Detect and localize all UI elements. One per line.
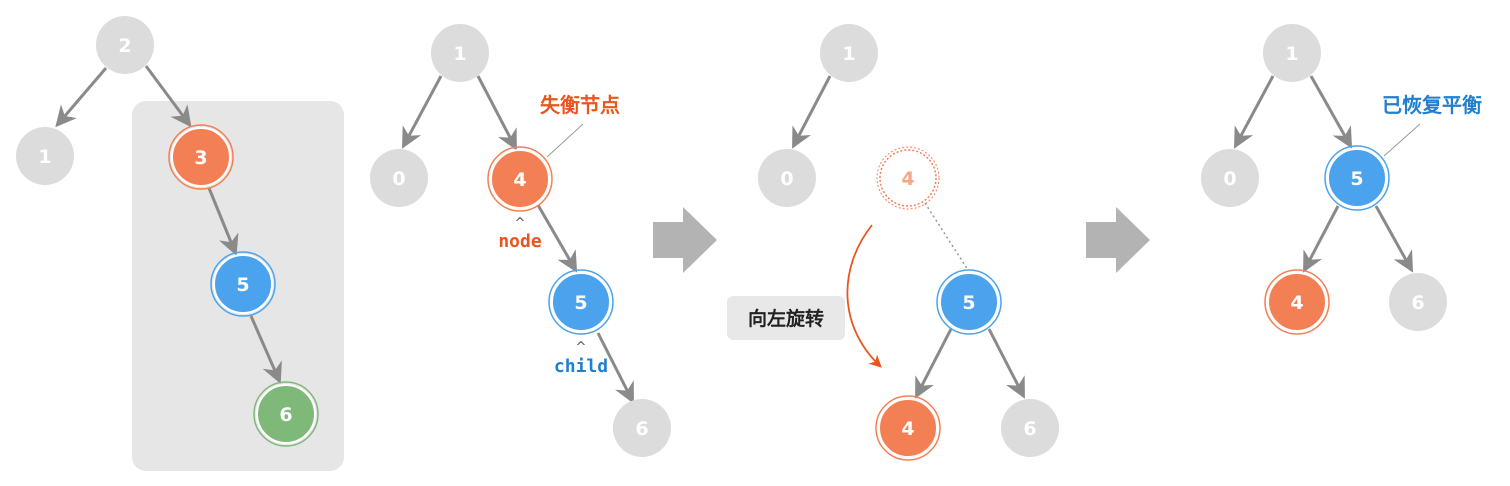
node-value: 6: [279, 404, 292, 426]
tree-node: 0: [1201, 149, 1259, 207]
node-value: 0: [392, 168, 405, 190]
node-value: 0: [1223, 168, 1236, 190]
pointer-caret-icon: ^: [576, 340, 587, 355]
tree-node: 1: [431, 24, 489, 82]
node-value: 1: [453, 43, 466, 65]
node-value: 4: [1290, 292, 1303, 314]
edge: [536, 204, 578, 273]
node-value: 6: [1411, 292, 1424, 314]
panel2-edges: [402, 75, 634, 404]
pointer-caret-icon: ^: [515, 216, 526, 231]
tree-node: 4: [1264, 269, 1330, 335]
edge: [1309, 75, 1353, 149]
tree-node: 1: [1263, 24, 1321, 82]
edge: [987, 328, 1025, 399]
child-pointer-label: child: [554, 356, 608, 377]
unbalanced-node-label: 失衡节点: [540, 93, 620, 117]
tree-node: 5: [210, 251, 276, 317]
callout-leader-line: [546, 123, 584, 158]
tree-node: 6: [613, 399, 671, 457]
callout-leader-line: [1383, 123, 1421, 157]
edge: [55, 67, 108, 128]
tree-node: 1: [16, 127, 74, 185]
tree-node: 6: [1389, 273, 1447, 331]
node-value: 0: [780, 168, 793, 190]
edge: [1374, 205, 1414, 273]
node-pointer-label: node: [498, 231, 542, 252]
node-value: 4: [901, 418, 914, 440]
node-value: 5: [574, 292, 587, 314]
node-value: 4: [901, 168, 914, 190]
tree-node: 0: [370, 149, 428, 207]
edge: [144, 65, 192, 128]
edge: [1303, 205, 1340, 273]
edge: [207, 187, 239, 256]
tree-node-balanced: 5: [1324, 145, 1390, 211]
balanced-label: 已恢复平衡: [1382, 93, 1482, 117]
tree-node: 4: [875, 395, 941, 461]
tree-node: 6: [1001, 399, 1059, 457]
node-value: 1: [38, 146, 51, 168]
panel4-edges: [1234, 75, 1414, 273]
node-value: 4: [513, 169, 526, 191]
node-value: 1: [842, 43, 855, 65]
rotate-label-box: [727, 296, 845, 340]
edge: [1234, 75, 1275, 149]
node-value: 5: [236, 274, 249, 296]
tree-node: 1: [820, 24, 878, 82]
dotted-link: [924, 202, 969, 271]
edge: [915, 328, 953, 399]
node-value: 6: [635, 418, 648, 440]
node-value: 3: [194, 147, 207, 169]
tree-node: 5: [936, 269, 1002, 335]
node-value: 5: [962, 292, 975, 314]
node-value: 1: [1285, 43, 1298, 65]
edge: [402, 75, 443, 149]
tree-node: 5: [548, 269, 614, 335]
right-arrow-icon: [1086, 207, 1150, 273]
tree-node: 6: [253, 381, 319, 447]
tree-node: 0: [758, 149, 816, 207]
right-arrow-icon: [653, 207, 717, 273]
edge: [476, 75, 517, 151]
rotation-curve-arrow: [846, 224, 882, 368]
edge: [249, 315, 282, 384]
tree-node: 2: [96, 16, 154, 74]
node-value: 6: [1023, 418, 1036, 440]
node-value: 2: [118, 35, 131, 57]
panel1-edges: [55, 65, 282, 384]
panel3-edges: [792, 75, 1025, 399]
rotate-left-label: 向左旋转: [748, 307, 824, 330]
edge: [792, 75, 832, 149]
node-value: 5: [1350, 168, 1363, 190]
tree-node-unbalanced: 4: [487, 146, 553, 212]
edge: [596, 332, 634, 404]
tree-node: 3: [168, 124, 234, 190]
ghost-node: 4: [876, 146, 940, 210]
